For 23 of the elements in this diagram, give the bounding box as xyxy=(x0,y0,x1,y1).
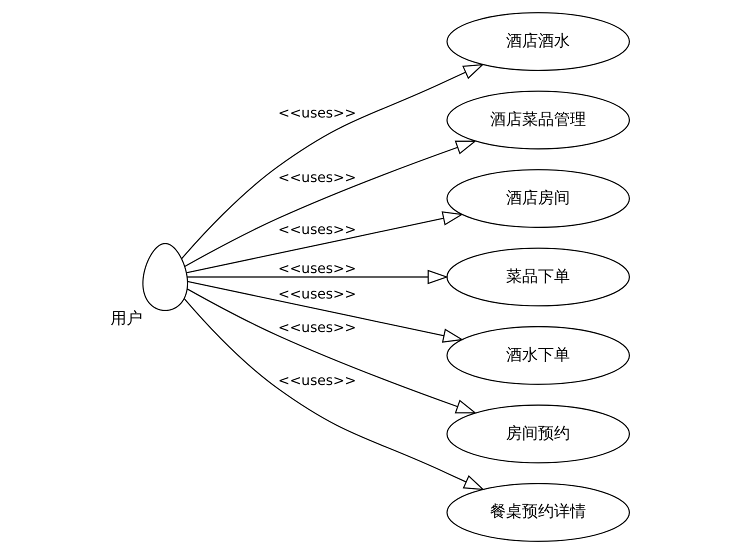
edge-label: <<uses>> xyxy=(278,170,356,186)
edge-label: <<uses>> xyxy=(278,105,356,122)
arrow xyxy=(184,298,485,490)
node-ellipse: 酒水下单 xyxy=(446,326,630,385)
edge-label: <<uses>> xyxy=(278,320,356,336)
arrow xyxy=(184,140,477,268)
edge-label: <<uses>> xyxy=(278,261,356,278)
edge-label: <<uses>> xyxy=(278,222,356,238)
arrow xyxy=(187,270,448,284)
arrow xyxy=(187,288,477,414)
node-ellipse: 酒店房间 xyxy=(446,169,630,228)
edge-label: <<uses>> xyxy=(278,286,356,302)
node-label: 用户 xyxy=(110,308,142,328)
node-ellipse: 房间预约 xyxy=(446,404,630,464)
arrow xyxy=(186,211,464,274)
node-person xyxy=(142,242,188,312)
arrow xyxy=(181,64,484,260)
node-ellipse: 酒店菜品管理 xyxy=(446,90,630,150)
node-ellipse: 酒店酒水 xyxy=(446,12,630,71)
node-ellipse: 菜品下单 xyxy=(446,248,630,306)
arrow xyxy=(187,280,464,343)
node-ellipse: 餐桌预约详情 xyxy=(446,483,630,542)
edge-label: <<uses>> xyxy=(278,373,356,390)
